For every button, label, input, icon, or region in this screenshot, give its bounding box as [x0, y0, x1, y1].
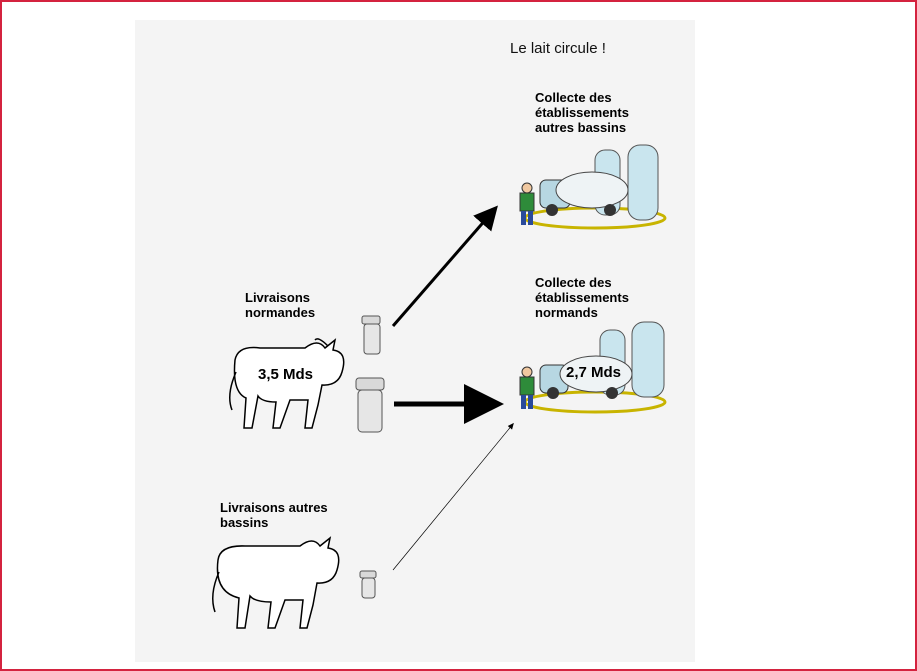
label-deliveries-other: Livraisons autres bassins — [220, 500, 328, 530]
milk-can-small-icon — [361, 315, 381, 355]
milk-can-tiny-icon — [359, 570, 377, 599]
label-deliveries-normandy: Livraisons normandes — [245, 290, 316, 320]
farmer-icon — [519, 366, 535, 409]
value-deliveries-normandy: 3,5 Mds — [258, 366, 314, 383]
tanker-truck-other-icon — [523, 144, 667, 230]
value-collection-normandy: 2,7 Mds — [566, 364, 622, 381]
cow-other-icon — [212, 536, 340, 629]
arrow-other-to-normandy — [392, 422, 514, 571]
diagram-title: Le lait circule ! — [510, 40, 606, 57]
milk-can-large-icon — [355, 377, 385, 433]
label-collection-normandy: Collecte des établissements normands — [535, 275, 629, 320]
arrow-normandy-to-other — [391, 205, 498, 327]
farmer-icon — [519, 182, 535, 225]
tanker-truck-normandy-icon — [523, 321, 667, 414]
label-collection-other: Collecte des établissements autres bassi… — [535, 90, 629, 135]
cow-normandy-icon — [229, 338, 345, 429]
